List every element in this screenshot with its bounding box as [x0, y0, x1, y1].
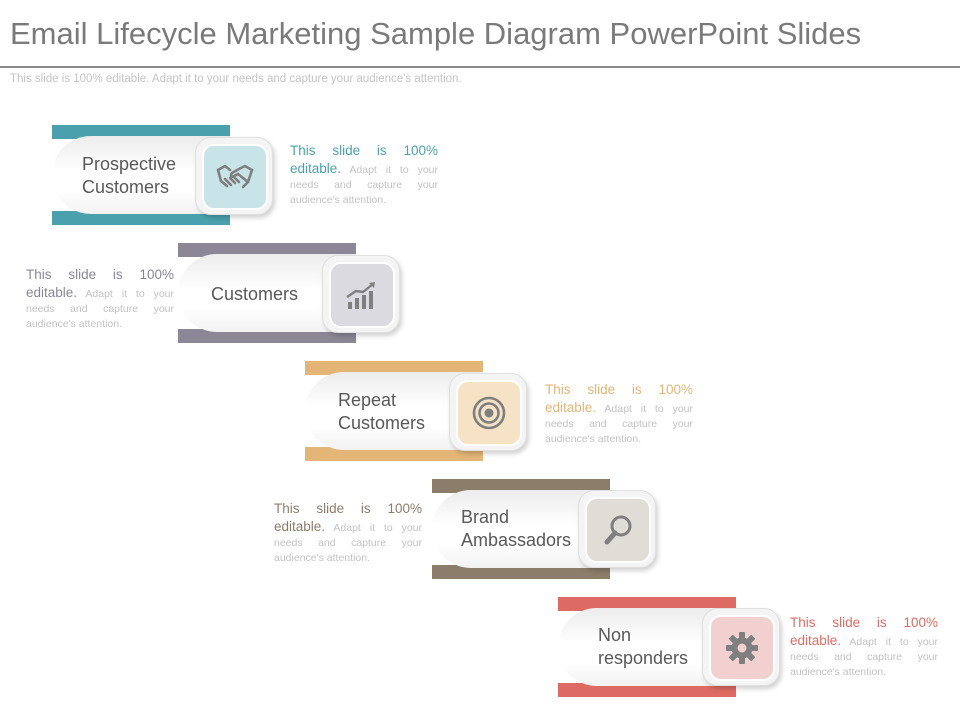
stage-icon-box-customers: [322, 255, 400, 333]
stage-label-non-responders: Non responders: [598, 625, 689, 668]
stage-description-non-responders: This slide is 100% editable. Adapt it to…: [790, 615, 939, 678]
title-divider: [0, 66, 960, 68]
handshake-icon: [216, 164, 254, 189]
stage-icon-box-non-responders: [702, 608, 780, 686]
slide-subtitle: This slide is 100% editable. Adapt it to…: [10, 73, 462, 85]
stage-label-prospective-customers: Prospective Customers: [82, 154, 177, 197]
stage-label-repeat-customers: Repeat Customers: [338, 390, 426, 433]
stage-icon-box-brand-ambassadors: [578, 490, 656, 568]
stage-description-repeat-customers: This slide is 100% editable. Adapt it to…: [545, 382, 694, 445]
stage-label-customers: Customers: [211, 284, 299, 304]
slide-title: Email Lifecycle Marketing Sample Diagram…: [10, 16, 862, 51]
stage-description-customers: This slide is 100% editable. Adapt it to…: [26, 267, 175, 330]
stage-icon-box-repeat-customers: [449, 373, 527, 451]
target-icon: [472, 396, 506, 430]
magnifier-icon: [604, 515, 632, 545]
gear-icon: [726, 632, 758, 664]
growth-chart-icon: [346, 282, 375, 309]
stage-label-brand-ambassadors: Brand Ambassadors: [461, 507, 572, 550]
stage-icon-box-prospective-customers: [195, 137, 273, 215]
stage-description-prospective-customers: This slide is 100% editable. Adapt it to…: [290, 143, 439, 206]
stage-description-brand-ambassadors: This slide is 100% editable. Adapt it to…: [274, 501, 423, 564]
